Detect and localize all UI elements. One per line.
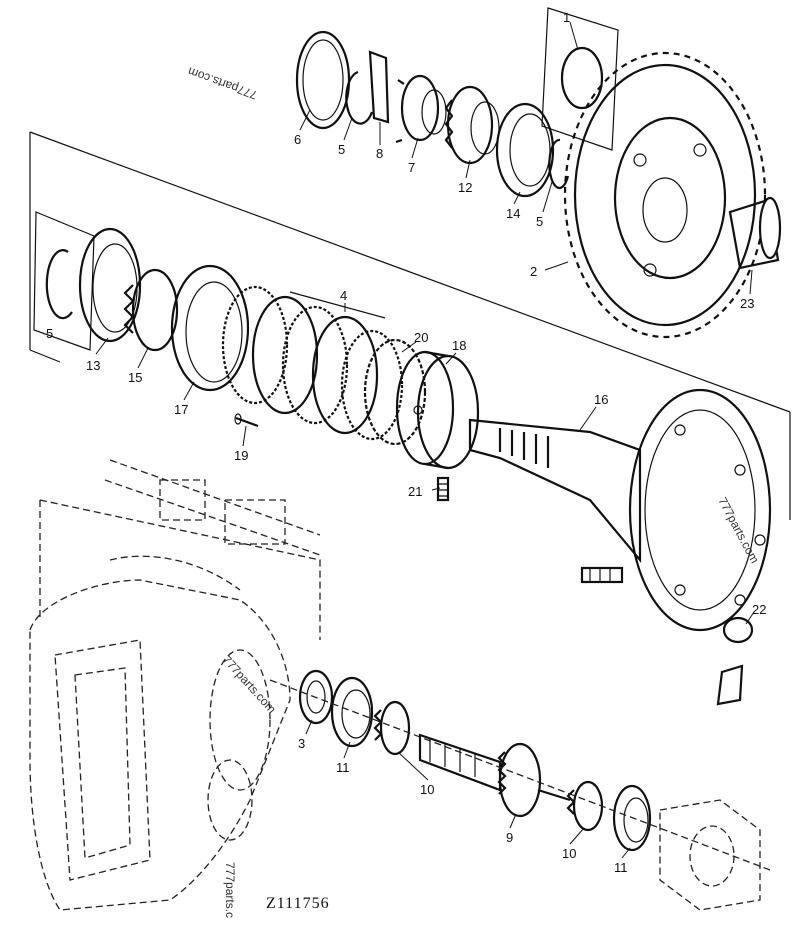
pinion-9 (418, 733, 571, 818)
callout-18: 18 (452, 338, 466, 353)
callout-10b: 10 (562, 846, 576, 861)
nut-22 (716, 616, 754, 706)
bearing-cup-11-right (612, 784, 652, 852)
snap-ring-5-mid (548, 138, 570, 190)
gear-2 (563, 51, 767, 339)
callout-4: 4 (340, 288, 347, 303)
callout-23: 23 (740, 296, 754, 311)
callout-labels: 1 6 5 8 7 12 14 5 2 23 4 5 13 15 17 20 1… (46, 10, 766, 875)
callout-6: 6 (294, 132, 301, 147)
axis-lines (269, 679, 771, 871)
callout-leaders (95, 21, 755, 859)
key-8 (368, 50, 390, 124)
bearing-cone-10-right (566, 780, 604, 832)
callout-20: 20 (414, 330, 428, 345)
callout-5c: 5 (46, 326, 53, 341)
shaft-16 (468, 388, 772, 632)
sleeve-23 (728, 196, 782, 270)
cone-7 (395, 74, 447, 144)
cover-sketch (659, 799, 761, 911)
callout-7: 7 (408, 160, 415, 175)
snap-ring-5-top (345, 70, 374, 125)
clutch-discs-4 (221, 285, 404, 441)
callout-21: 21 (408, 484, 422, 499)
ring-6 (295, 30, 351, 130)
callout-11a: 11 (336, 760, 350, 775)
watermark-top: 777parts.com (186, 64, 259, 102)
retaining-ring-box (541, 7, 619, 151)
bolt-16 (580, 566, 624, 584)
snap-ring-5-left-box (33, 211, 95, 351)
callout-19: 19 (234, 448, 248, 463)
callout-16: 16 (594, 392, 608, 407)
callout-3: 3 (298, 736, 305, 751)
callout-22: 22 (752, 602, 766, 617)
bearing-cup-11-left (330, 676, 374, 748)
bearing-cone-12 (444, 85, 500, 165)
bearing-cone-15 (123, 268, 179, 352)
callout-13: 13 (86, 358, 100, 373)
callout-5b: 5 (536, 214, 543, 229)
piston-17 (170, 264, 250, 392)
callout-9: 9 (506, 830, 513, 845)
lower-shaft-sketch (104, 459, 321, 556)
figure-code: Z111756 (266, 895, 330, 912)
callout-12: 12 (458, 180, 472, 195)
upper-assembly-outline (29, 131, 791, 520)
bearing-cup-14 (495, 102, 555, 198)
watermark-bottom: 777parts.c (223, 862, 237, 918)
bearing-cup-13 (78, 227, 142, 343)
hub-18 (395, 350, 480, 470)
callout-2: 2 (530, 264, 537, 279)
plug-21 (436, 476, 450, 502)
watermark-housing: 777parts.com (220, 653, 279, 716)
callout-10a: 10 (420, 782, 434, 797)
callout-17: 17 (174, 402, 188, 417)
snap-ring-20 (363, 338, 427, 446)
callout-14: 14 (506, 206, 520, 221)
housing-outline (29, 499, 321, 911)
pin-19 (234, 413, 259, 428)
callout-8: 8 (376, 146, 383, 161)
callout-1: 1 (563, 10, 570, 25)
watermarks: 777parts.com 777parts.com 777parts.com 7… (186, 64, 762, 918)
callout-11b: 11 (614, 860, 628, 875)
callout-5a: 5 (338, 142, 345, 157)
bearing-cone-10-left (373, 700, 411, 756)
callout-15: 15 (128, 370, 142, 385)
seal-3 (298, 669, 334, 725)
